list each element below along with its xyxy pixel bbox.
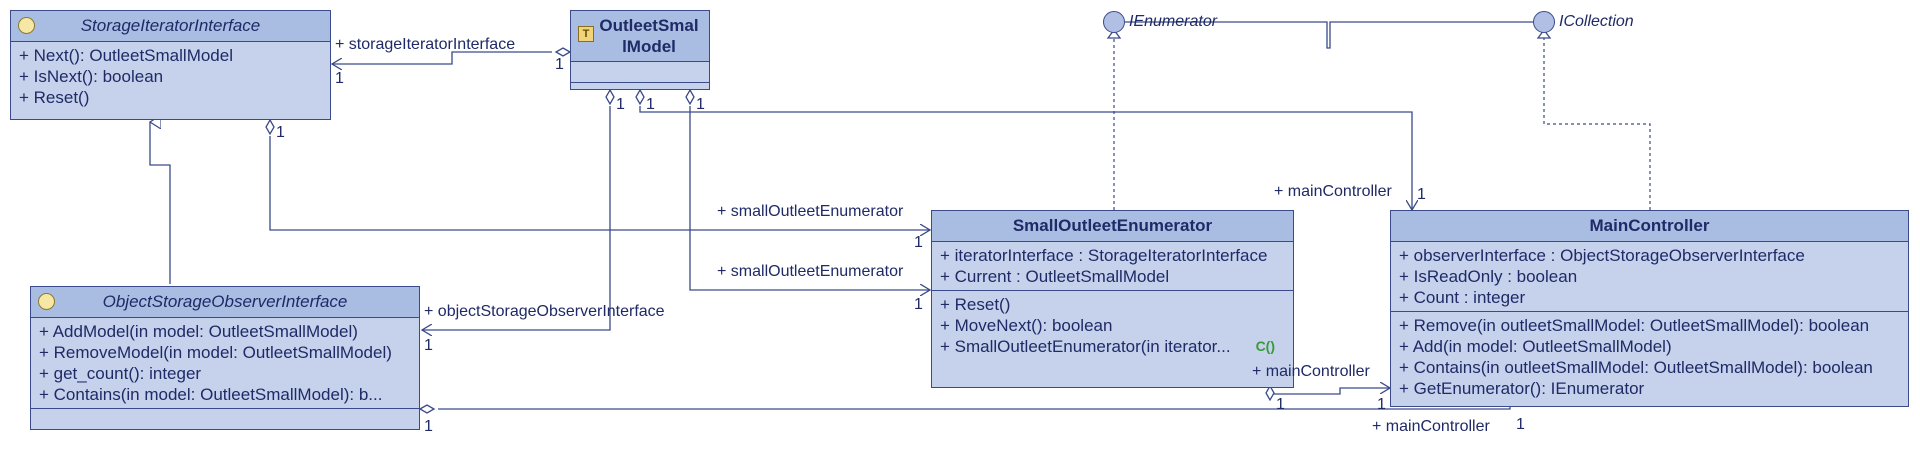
label-small-outleet-enumerator-1: + smallOutleetEnumerator xyxy=(717,203,904,220)
class-main-controller[interactable]: MainController + observerInterface : Obj… xyxy=(1390,210,1909,407)
operation: + RemoveModel(in model: OutleetSmallMode… xyxy=(39,343,392,362)
operations-section: + Remove(in outleetSmallModel: OutleetSm… xyxy=(1391,311,1908,402)
operation: + Remove(in outleetSmallModel: OutleetSm… xyxy=(1399,316,1870,335)
interface-icon xyxy=(18,17,35,34)
diamond-model-left2 xyxy=(605,88,615,106)
assoc-model-to-enumerator xyxy=(689,106,930,290)
assoc-iterator-to-enumerator xyxy=(269,136,930,230)
class-outleet-small-model[interactable]: T OutleetSmal lModel xyxy=(570,10,710,90)
label-main-controller-mid: + mainController xyxy=(1252,363,1370,380)
diamond-observer xyxy=(418,404,436,414)
operation: + Contains(in model: OutleetSmallModel):… xyxy=(39,385,383,404)
operations-section: + Next(): OutleetSmallModel + IsNext(): … xyxy=(11,41,330,111)
class-name-line2: lModel xyxy=(622,37,676,56)
attribute: + IsReadOnly : boolean xyxy=(1399,267,1578,286)
label-object-storage-observer-interface: + objectStorageObserverInterface xyxy=(424,303,665,320)
icollection-lollipop[interactable] xyxy=(1533,11,1555,33)
multiplicity-1: 1 xyxy=(696,96,705,113)
operation: + Contains(in outleetSmallModel: Outleet… xyxy=(1399,358,1873,377)
interface-icon xyxy=(38,293,55,310)
ienumerator-lollipop[interactable] xyxy=(1103,11,1125,33)
tri-icollection xyxy=(1536,28,1552,39)
attributes-section xyxy=(571,61,709,82)
tri-ienumerator xyxy=(1106,28,1122,39)
class-name: MainController xyxy=(1589,216,1710,235)
operation: + MoveNext(): boolean xyxy=(940,316,1113,335)
class-name-line1: OutleetSmal xyxy=(599,16,699,35)
label-small-outleet-enumerator-2: + smallOutleetEnumerator xyxy=(717,263,904,280)
assoc-model-to-observer xyxy=(422,106,611,330)
operation: + IsNext(): boolean xyxy=(19,67,164,86)
assoc-model-to-controller xyxy=(639,106,1412,210)
multiplicity-1: 1 xyxy=(1377,396,1386,413)
label-main-controller-bottom: + mainController xyxy=(1372,418,1490,435)
operation: + GetEnumerator(): IEnumerator xyxy=(1399,379,1645,398)
empty-section xyxy=(31,408,419,429)
multiplicity-1: 1 xyxy=(914,234,923,251)
class-small-outleet-enumerator[interactable]: SmallOutleetEnumerator + iteratorInterfa… xyxy=(931,210,1294,388)
operations-section: + Reset() + MoveNext(): boolean + SmallO… xyxy=(932,290,1293,360)
diamond-iterator-bottom xyxy=(265,118,275,136)
assoc-observer-to-controller xyxy=(438,396,1510,410)
multiplicity-1: 1 xyxy=(424,337,433,354)
multiplicity-1: 1 xyxy=(555,56,564,73)
operation-row: + SmallOutleetEnumerator(in iterator... … xyxy=(940,336,1285,357)
multiplicity-1: 1 xyxy=(1516,416,1525,433)
operation: + Next(): OutleetSmallModel xyxy=(19,46,233,65)
assoc-enumerator-to-controller xyxy=(1270,388,1390,395)
diamond-model-right xyxy=(685,88,695,106)
attribute: + observerInterface : ObjectStorageObser… xyxy=(1399,246,1805,265)
operation: + Reset() xyxy=(19,88,90,107)
class-name: SmallOutleetEnumerator xyxy=(1012,216,1213,235)
operations-section xyxy=(571,82,709,103)
multiplicity-1: 1 xyxy=(1276,396,1285,413)
diamond-enumerator xyxy=(1265,384,1275,402)
operation: + AddModel(in model: OutleetSmallModel) xyxy=(39,322,358,341)
generalization-observer-to-iterator xyxy=(150,122,171,284)
operation: + get_count(): integer xyxy=(39,364,202,383)
label-storage-iterator-interface: + storageIteratorInterface xyxy=(335,36,516,53)
operation: + Add(in model: OutleetSmallModel) xyxy=(1399,337,1672,356)
attributes-section: + iteratorInterface : StorageIteratorInt… xyxy=(932,241,1293,290)
multiplicity-1: 1 xyxy=(914,296,923,313)
ienumerator-label: IEnumerator xyxy=(1129,13,1218,30)
class-header: SmallOutleetEnumerator xyxy=(932,211,1293,241)
template-icon: T xyxy=(578,26,594,42)
label-main-controller-top: + mainController xyxy=(1274,183,1392,200)
operations-section: + AddModel(in model: OutleetSmallModel) … xyxy=(31,317,419,408)
multiplicity-1: 1 xyxy=(335,70,344,87)
multiplicity-1: 1 xyxy=(276,124,285,141)
class-name: StorageIteratorInterface xyxy=(80,16,261,35)
multiplicity-1: 1 xyxy=(646,96,655,113)
operation: + SmallOutleetEnumerator(in iterator... xyxy=(940,337,1231,356)
link-ienumerator-icollection xyxy=(1125,21,1533,49)
attribute: + iteratorInterface : StorageIteratorInt… xyxy=(940,246,1268,265)
class-header: StorageIteratorInterface xyxy=(11,11,330,41)
constructor-badge: C() xyxy=(1255,338,1275,354)
icollection-label: ICollection xyxy=(1559,13,1634,30)
class-name: ObjectStorageObserverInterface xyxy=(102,292,348,311)
multiplicity-1: 1 xyxy=(1417,186,1426,203)
attribute: + Current : OutleetSmallModel xyxy=(940,267,1170,286)
class-header: T OutleetSmal lModel xyxy=(571,11,709,61)
attribute: + Count : integer xyxy=(1399,288,1526,307)
class-header: MainController xyxy=(1391,211,1908,241)
diamond-model-mid xyxy=(635,88,645,106)
realization-controller-to-icollection xyxy=(1543,36,1651,210)
attributes-section: + observerInterface : ObjectStorageObser… xyxy=(1391,241,1908,311)
diamond-model-left xyxy=(554,47,572,57)
multiplicity-1: 1 xyxy=(424,418,433,435)
assoc-model-to-iterator xyxy=(332,51,552,64)
operation: + Reset() xyxy=(940,295,1011,314)
multiplicity-1: 1 xyxy=(616,96,625,113)
class-header: ObjectStorageObserverInterface xyxy=(31,287,419,317)
class-storage-iterator-interface[interactable]: StorageIteratorInterface + Next(): Outle… xyxy=(10,10,331,120)
class-object-storage-observer-interface[interactable]: ObjectStorageObserverInterface + AddMode… xyxy=(30,286,420,430)
